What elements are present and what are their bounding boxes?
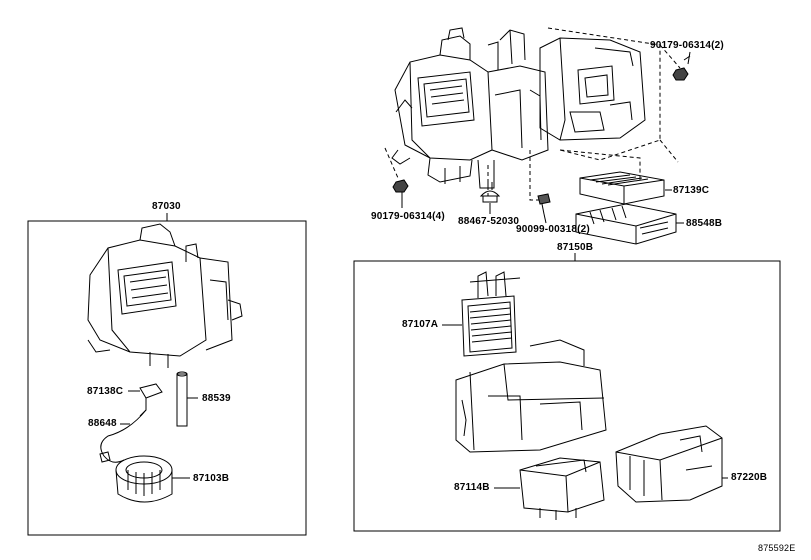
- nut-icon: [672, 55, 691, 81]
- evaporator-unit: [575, 203, 677, 245]
- clip-icon: [479, 182, 501, 203]
- lower-case: [455, 339, 607, 453]
- label-88648: 88648: [88, 418, 117, 429]
- label-87030: 87030: [152, 201, 181, 212]
- heater-unit-assembly: [384, 27, 681, 201]
- evap-case-87114B: [519, 457, 605, 520]
- label-88539: 88539: [202, 393, 231, 404]
- wire-harness: [99, 409, 147, 463]
- label-87107A: 87107A: [402, 319, 439, 330]
- aspirator-tube: [176, 371, 188, 427]
- screw-icon: [537, 193, 551, 215]
- heater-housing-87030: [87, 223, 243, 368]
- diagram-id: 875592E: [758, 543, 796, 553]
- label-87103B: 87103B: [193, 473, 230, 484]
- label-87138C: 87138C: [87, 386, 124, 397]
- label-87139C: 87139C: [673, 185, 710, 196]
- box-87030: [27, 220, 307, 536]
- label-88548B: 88548B: [686, 218, 723, 229]
- blower-motor-icon: [115, 455, 173, 503]
- label-87220B: 87220B: [731, 472, 768, 483]
- label-87114B: 87114B: [454, 482, 490, 493]
- label-88467-52030: 88467-52030: [458, 216, 520, 227]
- label-87150B: 87150B: [557, 242, 594, 253]
- air-filter: [579, 171, 665, 205]
- heater-core-icon: [461, 271, 521, 357]
- clip-icon: [392, 179, 409, 193]
- label-90099-00318-2: 90099-00318(2): [516, 224, 590, 235]
- resistor-icon: [139, 383, 163, 417]
- blower-case-87220B: [615, 425, 723, 503]
- label-90179-06314-2: 90179-06314(2): [650, 40, 724, 51]
- label-90179-06314-4: 90179-06314(4): [371, 211, 445, 222]
- box-87150B: [353, 260, 781, 532]
